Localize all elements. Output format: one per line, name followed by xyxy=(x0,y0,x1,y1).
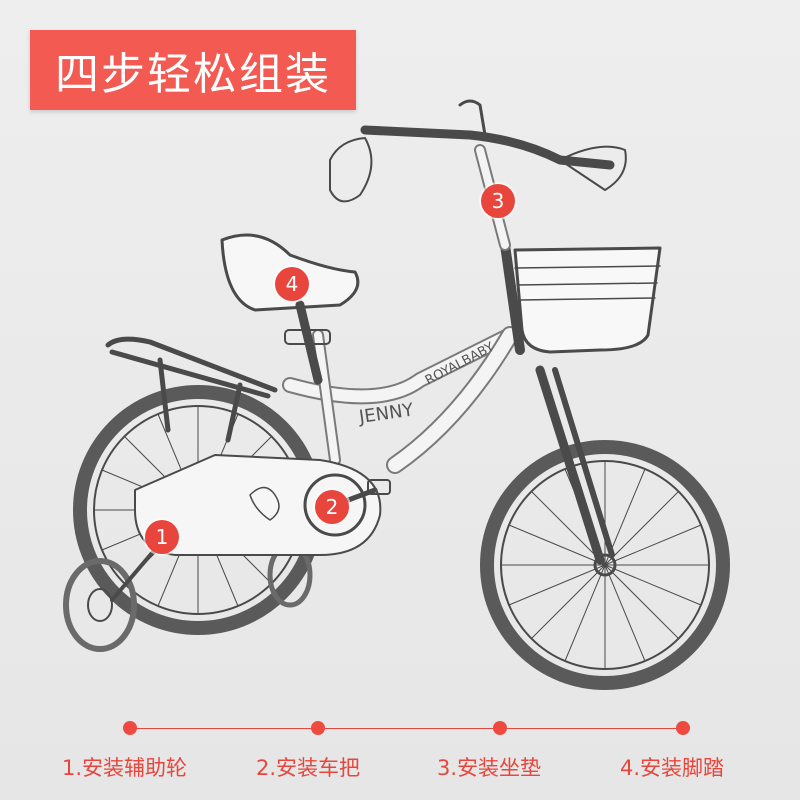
step-label-1: 1.安装辅助轮 xyxy=(62,756,188,780)
marker-3: 3 xyxy=(481,184,515,218)
marker-2: 2 xyxy=(315,490,349,524)
step-dot-1 xyxy=(123,721,137,735)
step-dot-4 xyxy=(676,721,690,735)
chain-guard xyxy=(134,454,382,556)
step-label-4: 4.安装脚踏 xyxy=(620,756,725,780)
title-banner: 四步轻松组装 xyxy=(30,30,356,110)
front-basket xyxy=(513,246,662,354)
marker-4: 4 xyxy=(275,267,309,301)
marker-1: 1 xyxy=(145,520,179,554)
bike-seat xyxy=(220,233,360,385)
page-title: 四步轻松组装 xyxy=(55,49,331,100)
bicycle-illustration: JENNY ROYALBABY xyxy=(63,99,730,690)
front-wheel xyxy=(480,440,730,690)
steps-timeline xyxy=(130,728,685,729)
step-label-2: 2.安装车把 xyxy=(256,756,361,780)
handlebar xyxy=(329,99,627,251)
step-label-3: 3.安装坐垫 xyxy=(437,756,542,780)
step-dot-2 xyxy=(311,721,325,735)
rear-rack xyxy=(105,336,278,443)
step-dot-3 xyxy=(493,721,507,735)
